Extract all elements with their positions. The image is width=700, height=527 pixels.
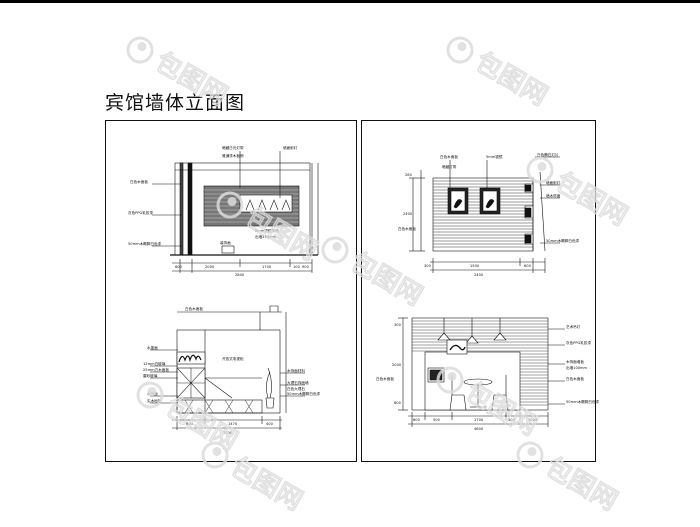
label: 白色腾石灯片 <box>537 152 559 157</box>
label: 墙面射灯 <box>283 145 298 150</box>
dim: 2000 <box>205 265 215 269</box>
watermark-text: 包图网 <box>160 392 243 457</box>
watermark-logo-icon: 包图网 <box>516 441 623 518</box>
label: 木饰面材料 <box>287 368 305 373</box>
dim: 1700 <box>262 265 272 269</box>
watermark-logo-icon: 包图网 <box>126 36 233 113</box>
label: 灰色PPG乳胶漆 <box>128 210 153 215</box>
elevation-bottom-right <box>398 317 565 427</box>
label: 木饰面墙板 <box>566 359 584 364</box>
label: 50mm木踢脚白色漆 <box>546 238 580 243</box>
label: 50mm木踢脚白色漆 <box>287 391 321 396</box>
dim: 2400 <box>403 212 413 216</box>
label: 5mm银镜饰面 <box>255 228 279 233</box>
dim: 3000 <box>223 431 233 435</box>
label: 50mm木踢脚白色漆 <box>128 241 162 246</box>
label: 白色木面板 <box>130 179 148 184</box>
label: 墙木饰面 <box>546 193 561 198</box>
dim: 600 <box>524 264 532 268</box>
dim: 900 <box>302 265 310 269</box>
dim: 1700 <box>474 418 484 422</box>
watermark-logo-icon: 包图网 <box>321 236 428 313</box>
dim: 600 <box>186 422 194 426</box>
top-border-line <box>0 0 700 3</box>
dim: 300 <box>424 264 432 268</box>
page-title: 宾馆墙体立面图 <box>105 92 246 114</box>
watermark-text: 包图网 <box>550 167 633 232</box>
label: 白色木面板 <box>566 376 584 381</box>
labels-top-left: 白色木面板 灰色PPG乳胶漆 50mm木踢脚白色漆 暗藏日光灯带 雅谦漆木板侧 … <box>128 145 310 277</box>
pendant-lamps <box>437 318 507 344</box>
vase-decor <box>265 367 275 409</box>
label: 雅谦漆木板侧 <box>222 153 244 158</box>
dim: 2000 <box>392 363 402 367</box>
label: 暗藏灯带 <box>442 164 457 169</box>
ink-painting <box>178 354 202 363</box>
label: 出墙150mm <box>255 234 277 239</box>
watermark-text: 包图网 <box>470 47 553 112</box>
label: 大理石饰面墙 <box>287 380 309 385</box>
label: 白色木面板 <box>440 154 458 159</box>
dim: 600 <box>394 401 402 405</box>
watermark-logo-icon: 包图网 <box>526 156 633 233</box>
dim: 1500 <box>470 264 480 268</box>
elevation-top-left <box>152 151 319 273</box>
label: 12mm白玻璃 <box>143 361 166 366</box>
label: 实木地板 <box>147 398 162 403</box>
watermark-logo-icon: 包图网 <box>446 36 553 113</box>
dim: 1470 <box>228 422 238 426</box>
watermark-text: 包图网 <box>225 452 308 517</box>
label: 开放式电视柜 <box>222 356 244 361</box>
label: 白色木面板 <box>185 306 203 311</box>
label: 50mm木踢脚白色漆 <box>566 399 600 404</box>
label: 暗藏日光灯带 <box>222 145 244 150</box>
label: 白色木面板 <box>398 226 416 231</box>
dim: 600 <box>413 418 421 422</box>
labels-bottom-right: 艺术吊灯 灰色PPG乳胶漆 木饰面墙板 出墙100mm 白色木面板 50mm木踢… <box>376 323 600 431</box>
label: 墙面射灯 <box>546 180 561 185</box>
dim: 300 <box>394 323 402 327</box>
label: 水墨画 <box>147 345 158 350</box>
watermark-text: 包图网 <box>540 452 623 517</box>
dim: 100 <box>293 265 301 269</box>
dim: 4600 <box>474 427 484 431</box>
label: 25mm方木面板 <box>143 367 169 372</box>
label: 白色大理石 <box>287 386 305 391</box>
elevation-top-right <box>409 156 560 273</box>
striped-wall-bands <box>412 320 548 406</box>
dim: 400 <box>266 422 274 426</box>
dim: 500 <box>433 418 441 422</box>
watermark-text: 包图网 <box>345 247 428 312</box>
dim: 2800 <box>235 273 245 277</box>
dim: 600 <box>175 265 183 269</box>
watermarks: 包图网 包图网 包图网 包图网 包图网 包图网 包图网 包图网 <box>126 36 633 518</box>
label: 装饰画 <box>220 240 231 245</box>
dim: 500 <box>508 418 516 422</box>
label: 白色木面板 <box>376 376 394 381</box>
label: 出墙100mm <box>566 365 588 370</box>
dim: 280 <box>405 173 413 177</box>
panel-frame-left <box>105 120 357 462</box>
labels-top-right: 白色木面板 5mm银镜 暗藏灯带 白色腾石灯片 墙面射灯 墙木饰面 50mm木踢… <box>398 152 580 277</box>
label: 磨砂玻璃 <box>143 373 158 378</box>
table-and-chairs <box>449 375 509 411</box>
label: 灰色PPG乳胶漆 <box>566 340 591 345</box>
column-section <box>187 162 193 256</box>
elevation-bottom-left <box>150 305 305 430</box>
watermark-text: 包图网 <box>150 47 233 112</box>
label: 艺术吊灯 <box>566 324 581 329</box>
dim: 1000 <box>528 418 538 422</box>
label: 5mm银镜 <box>486 154 503 159</box>
dim: 2400 <box>474 273 484 277</box>
